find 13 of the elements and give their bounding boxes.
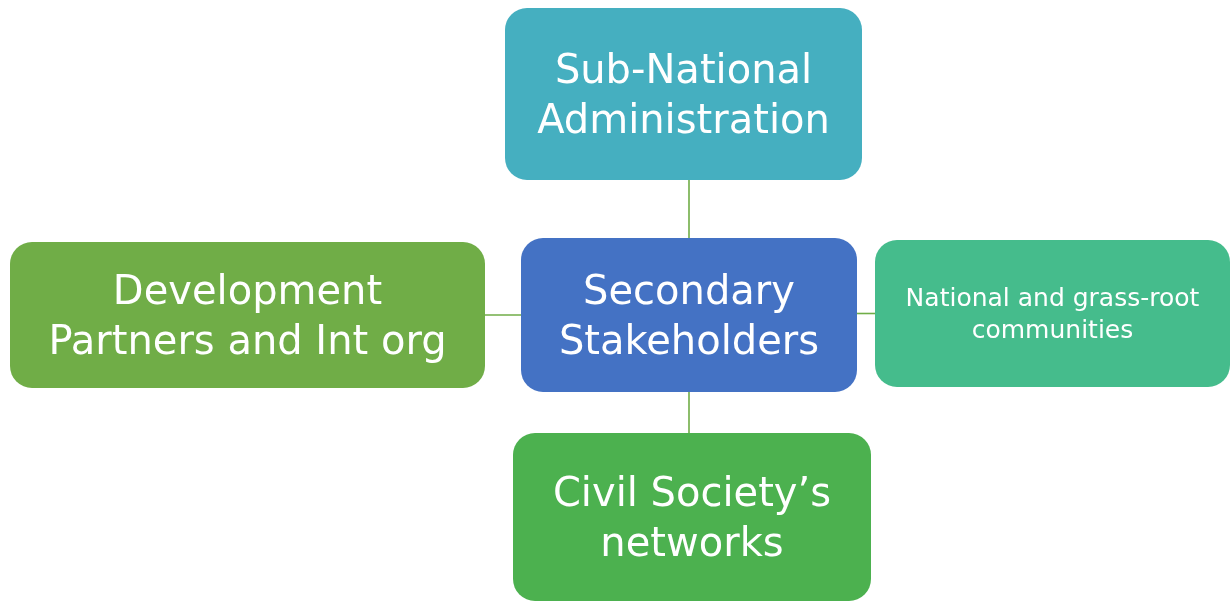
node-label: National and grass-root communities <box>904 282 1201 345</box>
node-label: Sub-National Administration <box>536 45 831 144</box>
node-label: Development Partners and Int org <box>47 266 448 365</box>
node-label: Secondary Stakeholders <box>557 266 821 365</box>
rounded-box <box>875 240 1230 387</box>
connector-line <box>484 314 522 316</box>
rounded-box <box>505 8 862 180</box>
rounded-box <box>521 238 857 392</box>
node-label: Civil Society’s networks <box>551 468 833 567</box>
rounded-box <box>513 433 871 601</box>
rounded-box <box>10 242 485 388</box>
connector-line <box>688 391 690 434</box>
connector-line <box>688 179 690 239</box>
